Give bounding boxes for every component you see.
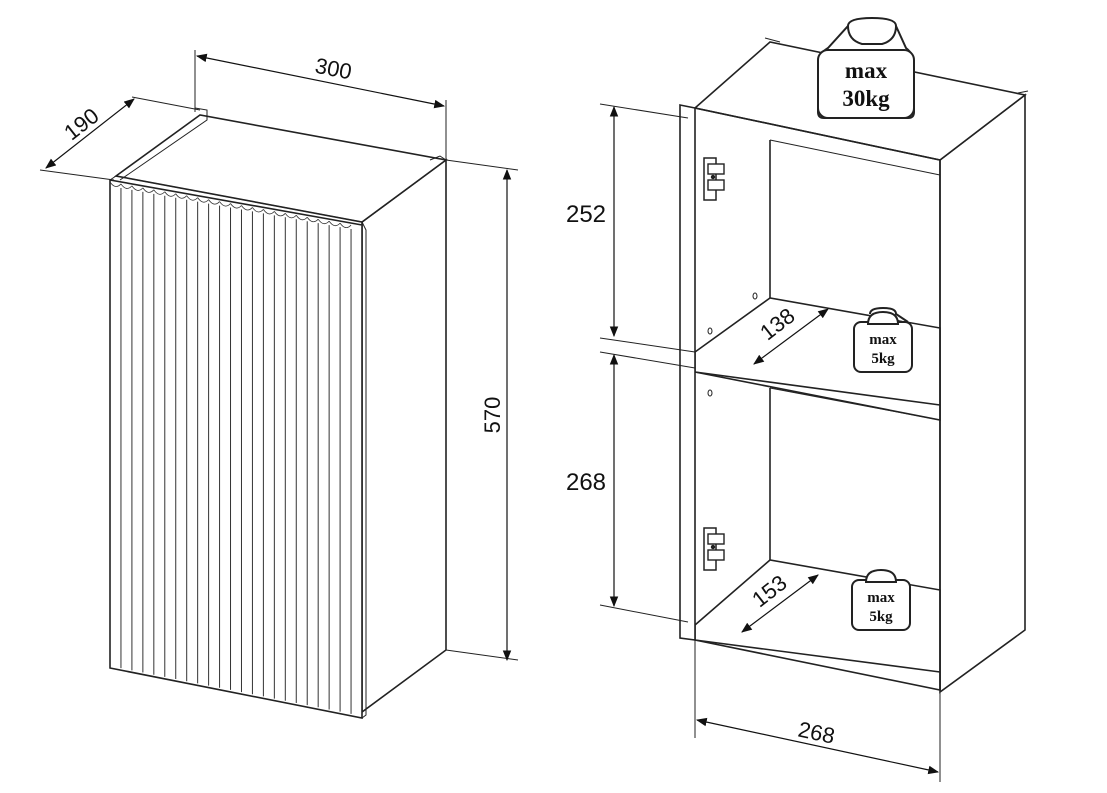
flute-cap xyxy=(284,213,297,219)
dimension-width-268: 268 xyxy=(694,640,941,782)
flute-cap xyxy=(317,218,330,225)
flute-cap xyxy=(274,211,286,217)
flute-cap xyxy=(241,205,253,211)
flute-cap xyxy=(306,216,319,223)
upper-hinge xyxy=(703,157,725,201)
inner-width-label: 268 xyxy=(796,717,837,749)
flute-cap xyxy=(339,222,352,228)
flute-cap xyxy=(109,181,122,187)
flute-cap xyxy=(142,187,155,193)
top-rear-edge xyxy=(119,107,208,181)
flute-cap xyxy=(230,203,242,209)
open-cabinet-side-panel xyxy=(939,93,1026,694)
dimension-upper-252: 252 xyxy=(566,103,696,353)
bottom-load-line2: 5kg xyxy=(869,609,893,625)
bottom-load-line1: max xyxy=(867,590,895,606)
depth-label: 190 xyxy=(59,103,103,145)
flute-cap xyxy=(153,189,166,195)
top-load-line1: max xyxy=(845,58,888,83)
flute-cap xyxy=(186,195,198,201)
shelf-load-line2: 5kg xyxy=(871,351,895,367)
lower-height-label: 268 xyxy=(566,469,606,496)
cabinet-side-panel xyxy=(361,158,447,714)
top-load-line2: 30kg xyxy=(842,86,890,111)
weight-icon-shelf: max 5kg xyxy=(853,306,913,373)
flute-cap xyxy=(131,185,144,191)
flute-cap xyxy=(219,201,231,207)
flute-cap xyxy=(252,207,264,213)
flute-cap xyxy=(263,209,275,215)
flute-cap xyxy=(197,197,209,203)
flute-cap xyxy=(295,215,308,221)
width-label: 300 xyxy=(313,53,354,85)
closed-cabinet xyxy=(109,107,448,719)
lower-hinge xyxy=(703,527,725,571)
weight-icon-top: max 30kg xyxy=(817,16,915,119)
weight-icon-bottom: max 5kg xyxy=(851,568,911,631)
left-side-panel xyxy=(679,104,696,641)
upper-height-label: 252 xyxy=(566,201,606,228)
dimension-lower-268: 268 xyxy=(566,351,696,623)
flute-cap xyxy=(208,199,220,205)
shelf-load-line1: max xyxy=(869,332,897,348)
door-flutes xyxy=(109,181,352,714)
flute-cap xyxy=(164,191,177,197)
flute-cap xyxy=(120,183,133,189)
height-label: 570 xyxy=(480,397,505,434)
dimension-height-570: 570 xyxy=(445,159,519,662)
flute-cap xyxy=(175,193,187,199)
fluted-door xyxy=(109,179,363,719)
dimension-width-300: 300 xyxy=(194,50,447,160)
flute-cap xyxy=(328,220,341,227)
